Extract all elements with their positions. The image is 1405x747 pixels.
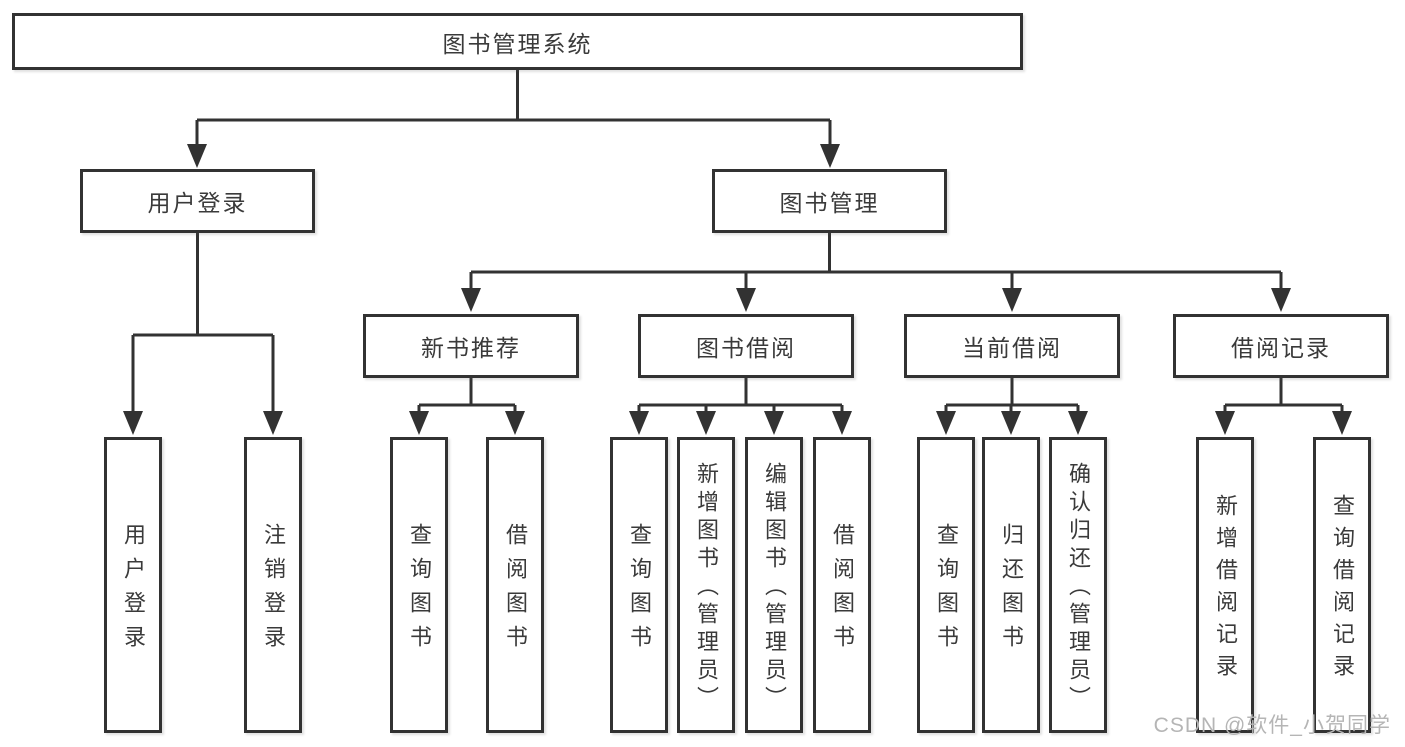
- arrowhead: [936, 411, 956, 435]
- arrowhead: [629, 411, 649, 435]
- leaf-add-books-admin: 新增图书（管理员）: [677, 437, 735, 733]
- arrowhead: [1215, 411, 1235, 435]
- edge-level3-stems: [469, 378, 1283, 405]
- arrowhead: [1271, 288, 1291, 312]
- arrowhead: [1068, 411, 1088, 435]
- leaf-query-books-2: 查询图书: [610, 437, 668, 733]
- arrowhead: [1001, 411, 1021, 435]
- node-book-management: 图书管理: [712, 169, 947, 233]
- leaf-query-books-3: 查询图书: [917, 437, 975, 733]
- arrowhead: [123, 411, 143, 435]
- leaf-user-login: 用户登录: [104, 437, 162, 733]
- arrowhead: [409, 411, 429, 435]
- node-book-borrow: 图书借阅: [638, 314, 854, 378]
- arrowhead: [736, 288, 756, 312]
- watermark-text: CSDN @软件_小贺同学: [1153, 714, 1391, 737]
- node-current-borrow: 当前借阅: [904, 314, 1120, 378]
- node-user-login: 用户登录: [80, 169, 315, 233]
- leaf-edit-books-admin: 编辑图书（管理员）: [745, 437, 803, 733]
- edge-bookmgmt-fork: [469, 233, 1283, 296]
- leaf-confirm-return-admin: 确认归还（管理员）: [1049, 437, 1107, 733]
- arrowhead: [832, 411, 852, 435]
- leaf-borrow-books-2: 借阅图书: [813, 437, 871, 733]
- node-new-book-recommend: 新书推荐: [363, 314, 579, 378]
- arrowhead: [696, 411, 716, 435]
- leaf-borrow-books-1: 借阅图书: [486, 437, 544, 733]
- edge-userlogin-fork: [131, 233, 275, 417]
- arrowhead: [187, 144, 207, 168]
- edge-root-fork: [195, 70, 832, 150]
- leaf-return-books: 归还图书: [982, 437, 1040, 733]
- arrowhead: [263, 411, 283, 435]
- arrowhead: [505, 411, 525, 435]
- arrowhead: [820, 144, 840, 168]
- leaf-add-borrow-record: 新增借阅记录: [1196, 437, 1254, 733]
- arrowhead: [461, 288, 481, 312]
- arrowhead: [1002, 288, 1022, 312]
- arrowhead: [1332, 411, 1352, 435]
- edge-leaf-stems: [417, 405, 1344, 420]
- arrowhead: [764, 411, 784, 435]
- leaf-query-books-1: 查询图书: [390, 437, 448, 733]
- leaf-query-borrow-record: 查询借阅记录: [1313, 437, 1371, 733]
- node-root: 图书管理系统: [12, 13, 1023, 70]
- leaf-logout: 注销登录: [244, 437, 302, 733]
- node-borrow-records: 借阅记录: [1173, 314, 1389, 378]
